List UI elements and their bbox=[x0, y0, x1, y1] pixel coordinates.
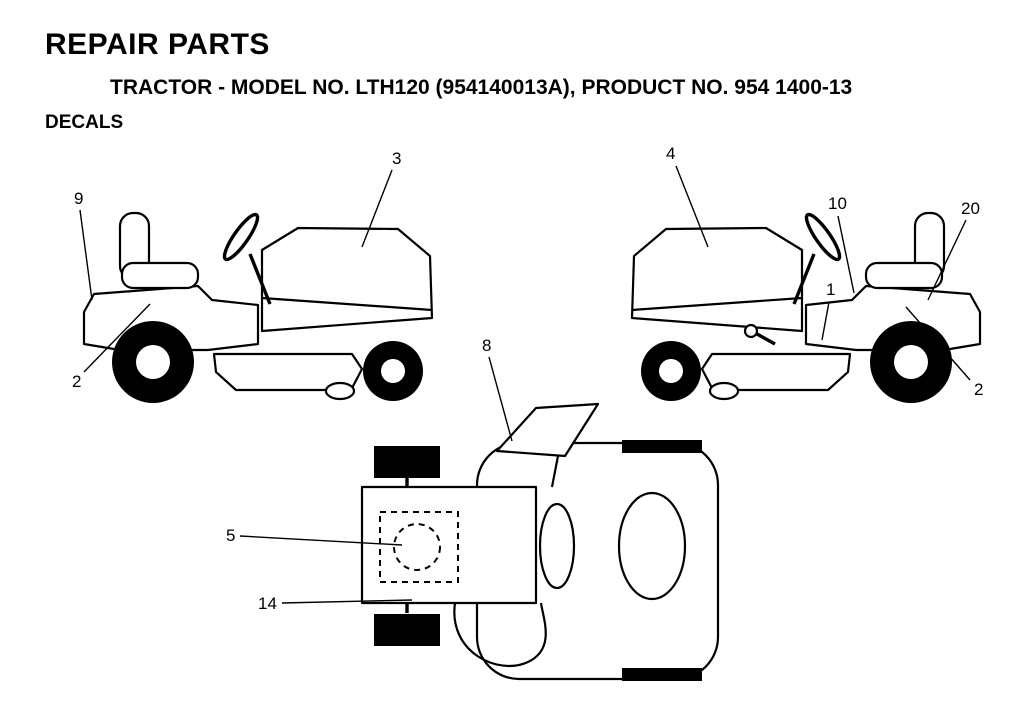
callout-label-14: 14 bbox=[258, 594, 277, 613]
model-subtitle: TRACTOR - MODEL NO. LTH120 (954140013A),… bbox=[110, 76, 853, 99]
leader-20 bbox=[927, 219, 967, 301]
belt-loop bbox=[453, 602, 547, 667]
front-wheel-top bbox=[374, 446, 440, 478]
steering-shaft-top-view bbox=[538, 502, 576, 590]
leader-14 bbox=[281, 599, 413, 604]
tractor-top-view bbox=[360, 402, 720, 681]
leader-10 bbox=[837, 215, 855, 294]
leader-2-left bbox=[83, 303, 151, 373]
leader-2-right bbox=[905, 306, 971, 381]
front-wheel-bottom-2 bbox=[374, 614, 440, 646]
callout-labels: 9 2 3 4 10 1 20 2 8 5 14 bbox=[72, 144, 983, 613]
section-label: DECALS bbox=[45, 112, 124, 133]
engine-frame-box bbox=[360, 485, 538, 605]
decal-area-dashed-circle bbox=[393, 523, 441, 571]
chute-join-line bbox=[550, 455, 560, 488]
callout-label-2-left: 2 bbox=[72, 372, 81, 391]
callout-label-2-right: 2 bbox=[974, 380, 983, 399]
decal-area-dashed-box bbox=[379, 511, 459, 583]
callout-label-4: 4 bbox=[666, 144, 675, 163]
callout-label-8: 8 bbox=[482, 336, 491, 355]
leader-lines bbox=[79, 165, 971, 604]
leader-4 bbox=[675, 165, 709, 248]
callout-label-1: 1 bbox=[826, 280, 835, 299]
callout-label-9: 9 bbox=[74, 189, 83, 208]
tractor-right-side-view bbox=[630, 209, 982, 405]
tractor-left-side-view bbox=[82, 209, 434, 405]
lift-lever bbox=[743, 323, 776, 346]
rear-wheel-bottom bbox=[622, 668, 702, 681]
lift-lever-knob bbox=[743, 323, 759, 339]
page-title: REPAIR PARTS bbox=[45, 28, 270, 61]
lift-lever-handle bbox=[756, 332, 776, 346]
rear-wheel-top bbox=[622, 440, 702, 453]
leader-8 bbox=[488, 356, 513, 442]
leader-5 bbox=[239, 535, 403, 546]
discharge-chute bbox=[495, 402, 600, 458]
callout-label-5: 5 bbox=[226, 526, 235, 545]
leader-1 bbox=[821, 301, 830, 341]
callout-label-20: 20 bbox=[961, 199, 980, 218]
leader-3 bbox=[361, 169, 393, 248]
callout-label-3: 3 bbox=[392, 149, 401, 168]
leader-9 bbox=[79, 209, 93, 301]
callout-label-10: 10 bbox=[828, 194, 847, 213]
seat-top-view bbox=[617, 491, 687, 601]
